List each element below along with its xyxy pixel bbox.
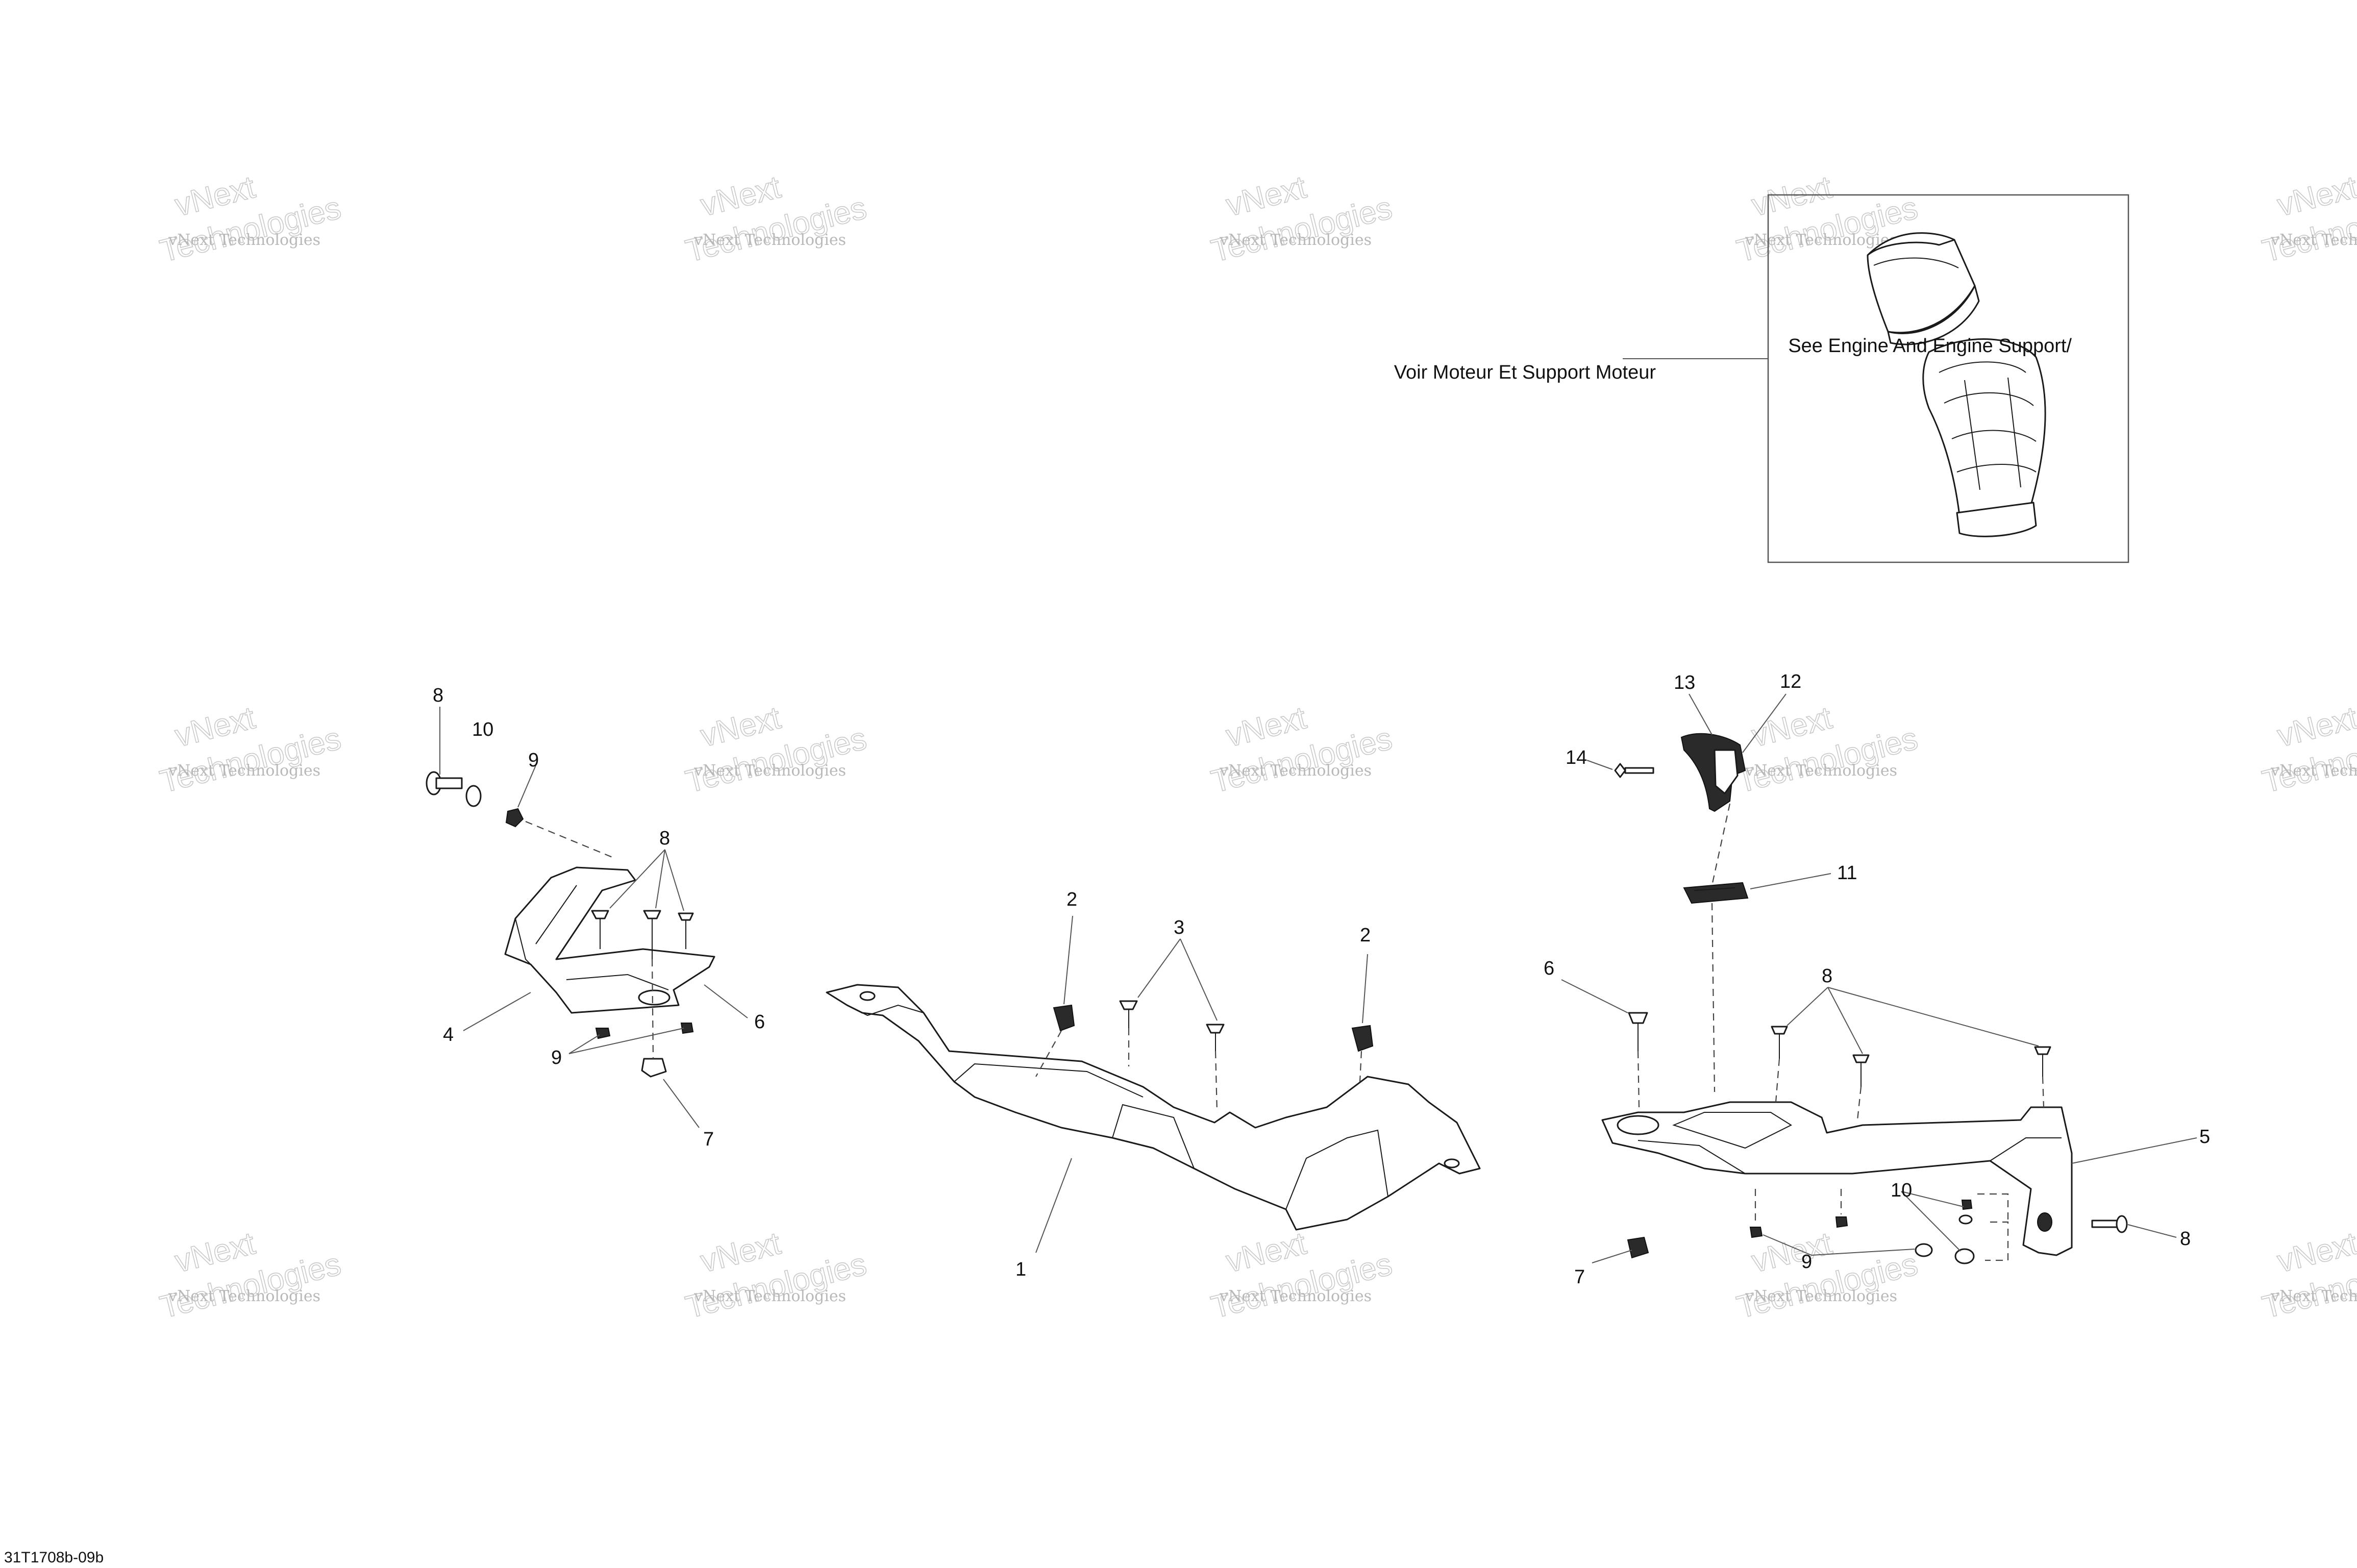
watermark-line-full: vNext Technologies <box>1745 1287 1897 1305</box>
inset-frame <box>1767 194 2129 563</box>
callout-10: 10 <box>1891 1180 1912 1201</box>
callout-9: 9 <box>551 1047 562 1068</box>
callout-3: 3 <box>1174 917 1184 938</box>
right-bracket-assembly <box>1561 693 2197 1264</box>
watermark-line-full: vNext Technologies <box>2270 1287 2357 1305</box>
callout-1: 1 <box>1015 1259 1026 1280</box>
watermark-line-full: vNext Technologies <box>1745 231 1897 249</box>
intake-boot-part <box>1867 232 1980 345</box>
callout-4: 4 <box>443 1024 454 1046</box>
intake-elbow-part <box>1922 338 2046 537</box>
watermark-line-full: vNext Technologies <box>168 1287 320 1305</box>
callout-7: 7 <box>703 1129 714 1150</box>
watermark-line-full: vNext Technologies <box>168 231 320 249</box>
callout-8: 8 <box>1822 965 1832 987</box>
watermark-line-full: vNext Technologies <box>693 231 846 249</box>
watermark-line-full: vNext Technologies <box>2270 231 2357 249</box>
callout-6: 6 <box>754 1011 765 1033</box>
watermark-line-full: vNext Technologies <box>1219 762 1372 780</box>
callout-5: 5 <box>2199 1126 2210 1148</box>
callout-10: 10 <box>472 719 493 740</box>
watermark-line-full: vNext Technologies <box>2270 762 2357 780</box>
drawing-code: 31T1708b-09b <box>4 1549 104 1566</box>
callout-labels: 8 10 9 8 4 6 9 7 2 3 2 1 13 12 14 11 6 8… <box>433 671 2210 1288</box>
callout-8: 8 <box>433 685 443 706</box>
watermark-line-full: vNext Technologies <box>1219 1287 1372 1305</box>
left-bracket-assembly <box>426 707 748 1128</box>
reference-inset: See Engine And Engine Support/ Voir Mote… <box>1394 194 2129 563</box>
callout-13: 13 <box>1674 672 1695 693</box>
right-top-parts <box>1614 733 1749 904</box>
callout-9: 9 <box>1801 1251 1812 1273</box>
watermark-line-full: vNext Technologies <box>1219 231 1372 249</box>
watermark-line-full: vNext Technologies <box>693 762 846 780</box>
callout-6: 6 <box>1544 958 1554 979</box>
callout-12: 12 <box>1780 671 1801 692</box>
callout-2: 2 <box>1360 925 1371 946</box>
watermark-line-full: vNext Technologies <box>168 762 320 780</box>
watermark-line-full: vNext Technologies <box>1745 762 1897 780</box>
callout-8: 8 <box>2180 1228 2191 1250</box>
left-bracket-part <box>504 866 715 1014</box>
watermark-line-full: vNext Technologies <box>693 1287 846 1305</box>
center-bracket-part <box>826 984 1481 1231</box>
center-bracket-assembly <box>826 915 1481 1253</box>
callout-9: 9 <box>528 750 539 771</box>
center-fasteners <box>1053 1000 1374 1052</box>
reference-note-line1: See Engine And Engine Support/ <box>1788 335 2072 357</box>
callout-7: 7 <box>1574 1266 1585 1288</box>
callout-2: 2 <box>1066 889 1077 910</box>
callout-14: 14 <box>1566 747 1587 768</box>
reference-note-line2: Voir Moteur Et Support Moteur <box>1394 362 1656 383</box>
callout-8: 8 <box>659 828 670 849</box>
callout-11: 11 <box>1837 862 1857 884</box>
left-fasteners <box>426 771 694 1078</box>
right-fasteners <box>1627 1012 2128 1264</box>
